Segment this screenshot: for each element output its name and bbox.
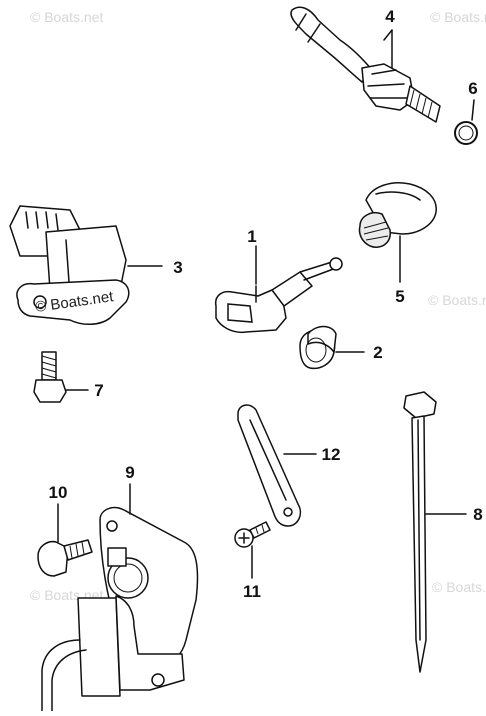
part-4-sensor xyxy=(290,6,441,123)
part-number-11: 11 xyxy=(243,582,261,601)
part-number-2: 2 xyxy=(373,343,382,362)
watermark-top-left: © Boats.net xyxy=(30,9,103,25)
part-1-connector xyxy=(214,245,343,334)
part-number-9: 9 xyxy=(125,463,134,482)
part-number-1: 1 xyxy=(247,227,256,246)
part-number-labels: 1 2 3 4 5 6 7 8 9 10 11 12 xyxy=(49,7,483,601)
part-number-4: 4 xyxy=(385,7,395,26)
part-number-6: 6 xyxy=(468,79,477,98)
part-number-7: 7 xyxy=(94,381,103,400)
watermark-bottom-right: © Boats.net xyxy=(432,579,486,595)
part-number-3: 3 xyxy=(173,258,182,277)
part-8-cable-tie xyxy=(403,391,467,673)
part-10-bolt xyxy=(37,503,93,577)
part-9-throttle-sensor xyxy=(41,483,199,712)
part-5-knock-sensor xyxy=(358,182,437,283)
part-number-12: 12 xyxy=(322,445,341,464)
part-number-10: 10 xyxy=(49,483,68,502)
part-7-bolt xyxy=(33,351,89,403)
watermark-mid-right: © Boats.net xyxy=(428,292,486,308)
part-3-map-sensor xyxy=(9,205,163,325)
part-number-8: 8 xyxy=(473,505,482,524)
part-11-screw xyxy=(234,521,271,579)
part-12-bracket xyxy=(237,404,317,527)
part-6-o-ring xyxy=(454,99,478,145)
watermark-top-right: © Boats.net xyxy=(430,9,486,25)
part-number-5: 5 xyxy=(395,287,404,306)
part-2-grommet xyxy=(299,325,365,370)
